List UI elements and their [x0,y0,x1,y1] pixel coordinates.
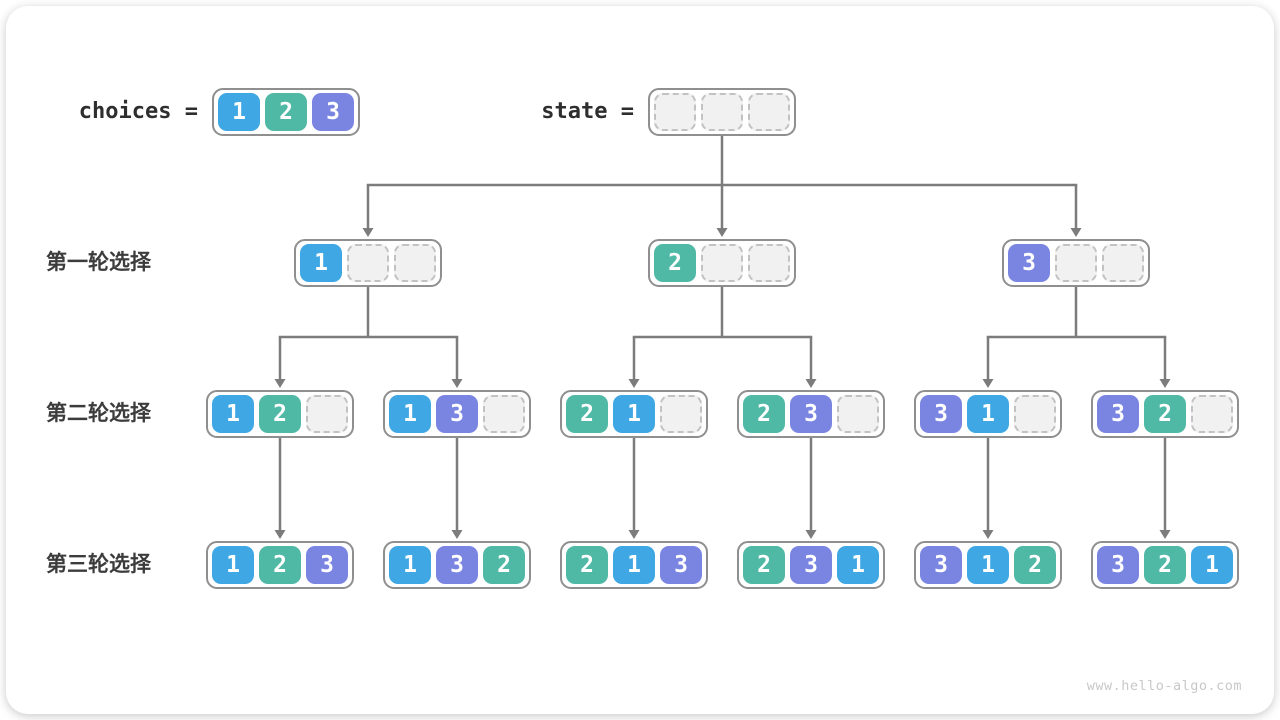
empty-slot [837,395,879,433]
state-node-round1-3: 3 [1002,239,1150,287]
value-cell: 1 [300,244,342,282]
value-cell: 1 [837,546,879,584]
value-cell: 2 [259,546,301,584]
empty-slot [701,93,743,131]
state-array [648,88,796,136]
state-node-round1-1: 1 [294,239,442,287]
choices-equals: = [184,99,198,124]
value-cell: 2 [566,546,608,584]
value-cell: 3 [790,546,832,584]
value-cell: 3 [1097,546,1139,584]
state-equals: = [620,99,634,124]
round-2-label: 第二轮选择 [46,402,151,425]
empty-slot [654,93,696,131]
value-cell: 1 [212,395,254,433]
value-cell: 2 [259,395,301,433]
value-cell: 1 [967,546,1009,584]
empty-slot [306,395,348,433]
value-cell: 3 [306,546,348,584]
empty-slot [1055,244,1097,282]
value-cell: 2 [654,244,696,282]
value-cell: 2 [483,546,525,584]
value-cell: 1 [212,546,254,584]
empty-slot [394,244,436,282]
value-cell: 1 [218,93,260,131]
empty-slot [701,244,743,282]
value-cell: 3 [436,395,478,433]
empty-slot [748,244,790,282]
value-cell: 1 [389,546,431,584]
value-cell: 2 [265,93,307,131]
value-cell: 2 [743,546,785,584]
value-cell: 3 [660,546,702,584]
value-cell: 3 [436,546,478,584]
value-cell: 3 [1008,244,1050,282]
value-cell: 2 [1014,546,1056,584]
value-cell: 3 [312,93,354,131]
empty-slot [748,93,790,131]
value-cell: 3 [790,395,832,433]
empty-slot [1102,244,1144,282]
empty-slot [660,395,702,433]
state-label: state = [541,99,634,124]
value-cell: 1 [613,395,655,433]
empty-slot [1191,395,1233,433]
value-cell: 2 [566,395,608,433]
value-cell: 3 [920,395,962,433]
value-cell: 1 [1191,546,1233,584]
round-3-label: 第三轮选择 [46,553,151,576]
empty-slot [1014,395,1056,433]
value-cell: 2 [1144,546,1186,584]
round-1-label: 第一轮选择 [46,251,151,274]
value-cell: 3 [1097,395,1139,433]
watermark-url: www.hello-algo.com [1086,678,1242,694]
value-cell: 1 [613,546,655,584]
value-cell: 3 [920,546,962,584]
choices-label: choices = [78,99,198,124]
value-cell: 1 [967,395,1009,433]
state-node-round1-2: 2 [648,239,796,287]
value-cell: 2 [1144,395,1186,433]
empty-slot [347,244,389,282]
empty-slot [483,395,525,433]
value-cell: 1 [389,395,431,433]
value-cell: 2 [743,395,785,433]
